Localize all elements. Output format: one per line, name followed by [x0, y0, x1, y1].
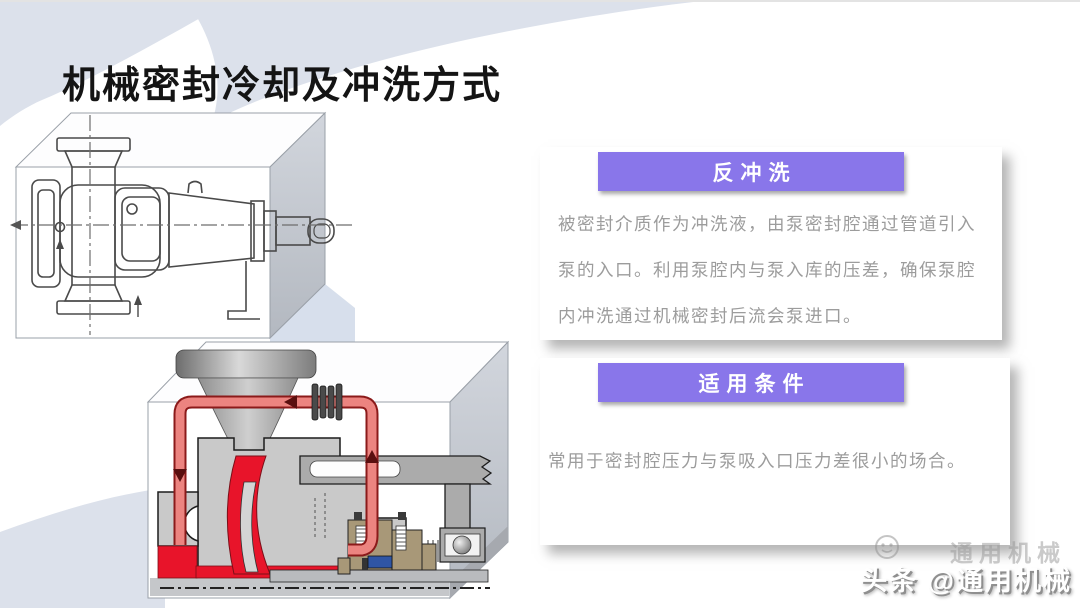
pump-outline-diagram — [10, 111, 355, 353]
pump-outline — [31, 137, 335, 320]
up-arrow-icon — [134, 295, 142, 305]
left-arrow-icon — [10, 220, 21, 230]
leak-dashes — [314, 493, 326, 540]
watermark: 通用机械 头条 @通用机械 — [844, 524, 1074, 604]
page-title: 机械密封冷却及冲洗方式 — [62, 65, 503, 107]
bg-blob-top-mid — [186, 0, 710, 122]
card-conditions: 适用条件 常用于密封腔压力与泵吸入口压力差很小的场合。 — [540, 358, 1010, 545]
pump-backflush-diagram — [146, 340, 510, 600]
header-conditions: 适用条件 — [598, 363, 904, 402]
header-conditions-label: 适用条件 — [698, 372, 811, 396]
bearing-ball-icon — [452, 535, 472, 555]
conditions-description: 常用于密封腔压力与泵吸入口压力差很小的场合。 — [548, 451, 966, 471]
bracket-slot — [309, 460, 401, 478]
shaft — [269, 569, 489, 583]
watermark-main-text: 头条 @通用机械 — [860, 566, 1072, 596]
bg-blob-bottom-left — [0, 488, 165, 608]
orifice-fitting — [311, 383, 343, 421]
backflush-description: 被密封介质作为冲洗液，由泵密封腔通过管道引入泵的入口。利用泵腔内与泵入库的压差，… — [558, 214, 976, 326]
seal-face-blue — [367, 555, 393, 569]
top-edge-line — [0, 0, 1080, 2]
header-backflush: 反冲洗 — [598, 152, 904, 191]
bg-wedge-icon — [270, 284, 355, 353]
box-front-face — [15, 166, 271, 339]
header-backflush-label: 反冲洗 — [712, 161, 797, 185]
watermark-faint-text: 通用机械 — [950, 540, 1066, 566]
flush-pipe — [175, 397, 377, 555]
flow-arrow-up-icon — [365, 450, 379, 463]
up-arrow-icon — [56, 239, 64, 249]
suction-red-area — [157, 545, 198, 579]
impeller-hub — [240, 481, 259, 573]
card-backflush: 反冲洗 被密封介质作为冲洗液，由泵密封腔通过管道引入泵的入口。利用泵腔内与泵入库… — [540, 147, 1002, 340]
flow-arrow-left-icon — [284, 395, 297, 409]
bg-blob-top-left — [0, 0, 232, 126]
toutiao-logo-icon — [875, 535, 899, 559]
floor — [150, 578, 449, 596]
flow-arrow-down-icon — [173, 469, 187, 482]
suction-flange — [175, 349, 317, 379]
centerlines — [12, 115, 353, 335]
bracket-leg — [444, 483, 471, 531]
